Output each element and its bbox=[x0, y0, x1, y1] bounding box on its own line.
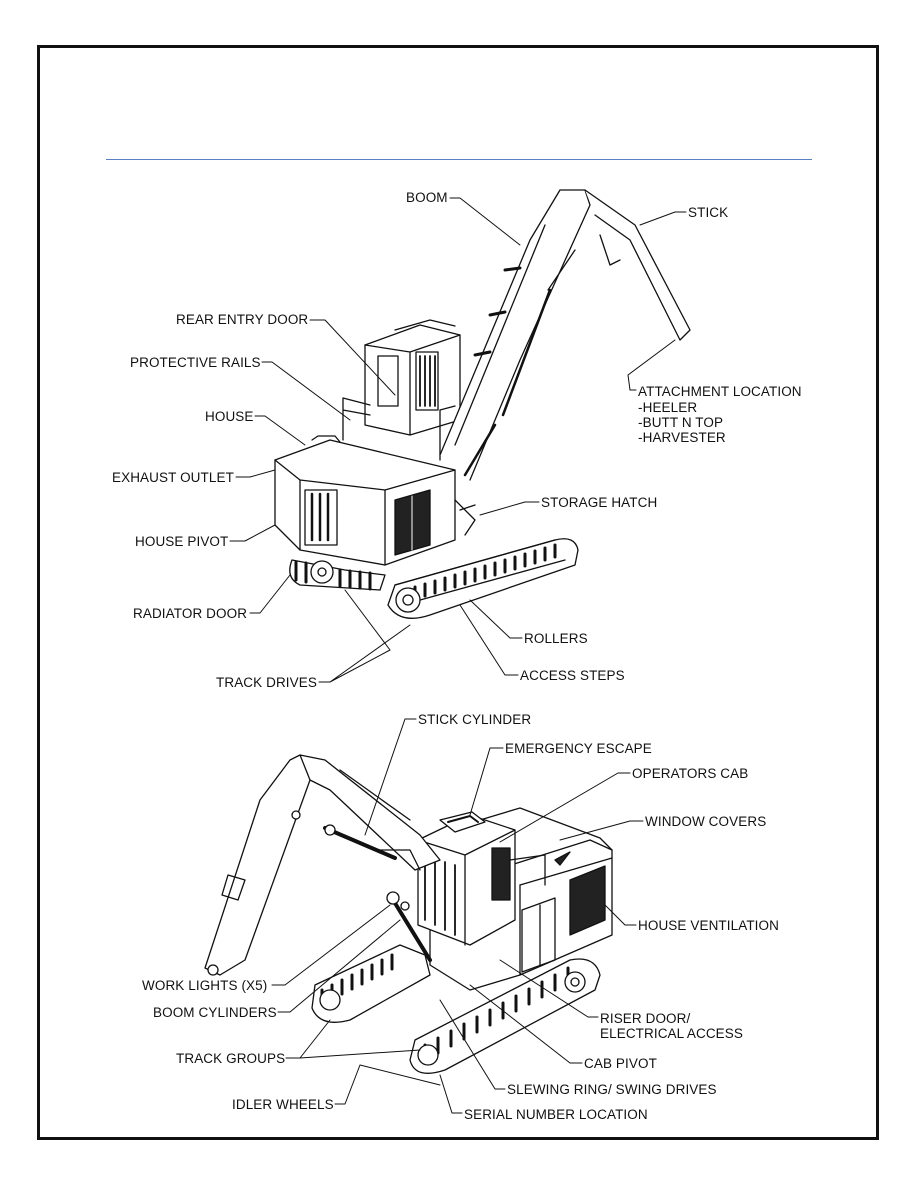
label-attachment-butt-n-top: -BUTT N TOP bbox=[638, 415, 724, 430]
label-stick-cylinder: STICK CYLINDER bbox=[418, 712, 532, 727]
header-rule bbox=[106, 159, 812, 160]
label-radiator-door: RADIATOR DOOR bbox=[133, 606, 248, 621]
label-riser-door: RISER DOOR/ bbox=[600, 1011, 691, 1026]
label-access-steps: ACCESS STEPS bbox=[520, 668, 625, 683]
label-boom-cylinders: BOOM CYLINDERS bbox=[153, 1005, 277, 1020]
bottom-machine-drawing bbox=[204, 754, 613, 1074]
label-house: HOUSE bbox=[205, 409, 254, 424]
top-leader-lines bbox=[229, 197, 687, 683]
label-exhaust-outlet: EXHAUST OUTLET bbox=[112, 470, 234, 485]
label-electrical-access: ELECTRICAL ACCESS bbox=[600, 1026, 743, 1041]
label-operators-cab: OPERATORS CAB bbox=[632, 766, 749, 781]
bottom-leader-lines bbox=[271, 718, 644, 1114]
label-stick: STICK bbox=[688, 205, 729, 220]
label-track-groups: TRACK GROUPS bbox=[176, 1051, 286, 1066]
label-slewing-ring: SLEWING RING/ SWING DRIVES bbox=[507, 1082, 717, 1097]
label-window-covers: WINDOW COVERS bbox=[645, 814, 767, 829]
label-boom: BOOM bbox=[406, 190, 448, 205]
label-house-ventilation: HOUSE VENTILATION bbox=[638, 918, 779, 933]
label-attachment-heeler: -HEELER bbox=[638, 400, 698, 415]
label-idler-wheels: IDLER WHEELS bbox=[232, 1097, 334, 1112]
label-attachment-location: ATTACHMENT LOCATION bbox=[638, 384, 802, 399]
top-machine-drawing bbox=[274, 189, 691, 619]
label-rear-entry-door: REAR ENTRY DOOR bbox=[176, 312, 309, 327]
label-work-lights: WORK LIGHTS (X5) bbox=[142, 978, 268, 993]
label-track-drives: TRACK DRIVES bbox=[216, 675, 317, 690]
label-attachment-harvester: -HARVESTER bbox=[638, 430, 726, 445]
label-storage-hatch: STORAGE HATCH bbox=[541, 495, 658, 510]
label-protective-rails: PROTECTIVE RAILS bbox=[130, 355, 261, 370]
page-border bbox=[37, 45, 879, 1140]
label-cab-pivot: CAB PIVOT bbox=[584, 1056, 657, 1071]
label-house-pivot: HOUSE PIVOT bbox=[135, 534, 229, 549]
label-rollers: ROLLERS bbox=[524, 631, 588, 646]
label-serial-number-location: SERIAL NUMBER LOCATION bbox=[464, 1107, 648, 1122]
label-emergency-escape: EMERGENCY ESCAPE bbox=[505, 741, 652, 756]
